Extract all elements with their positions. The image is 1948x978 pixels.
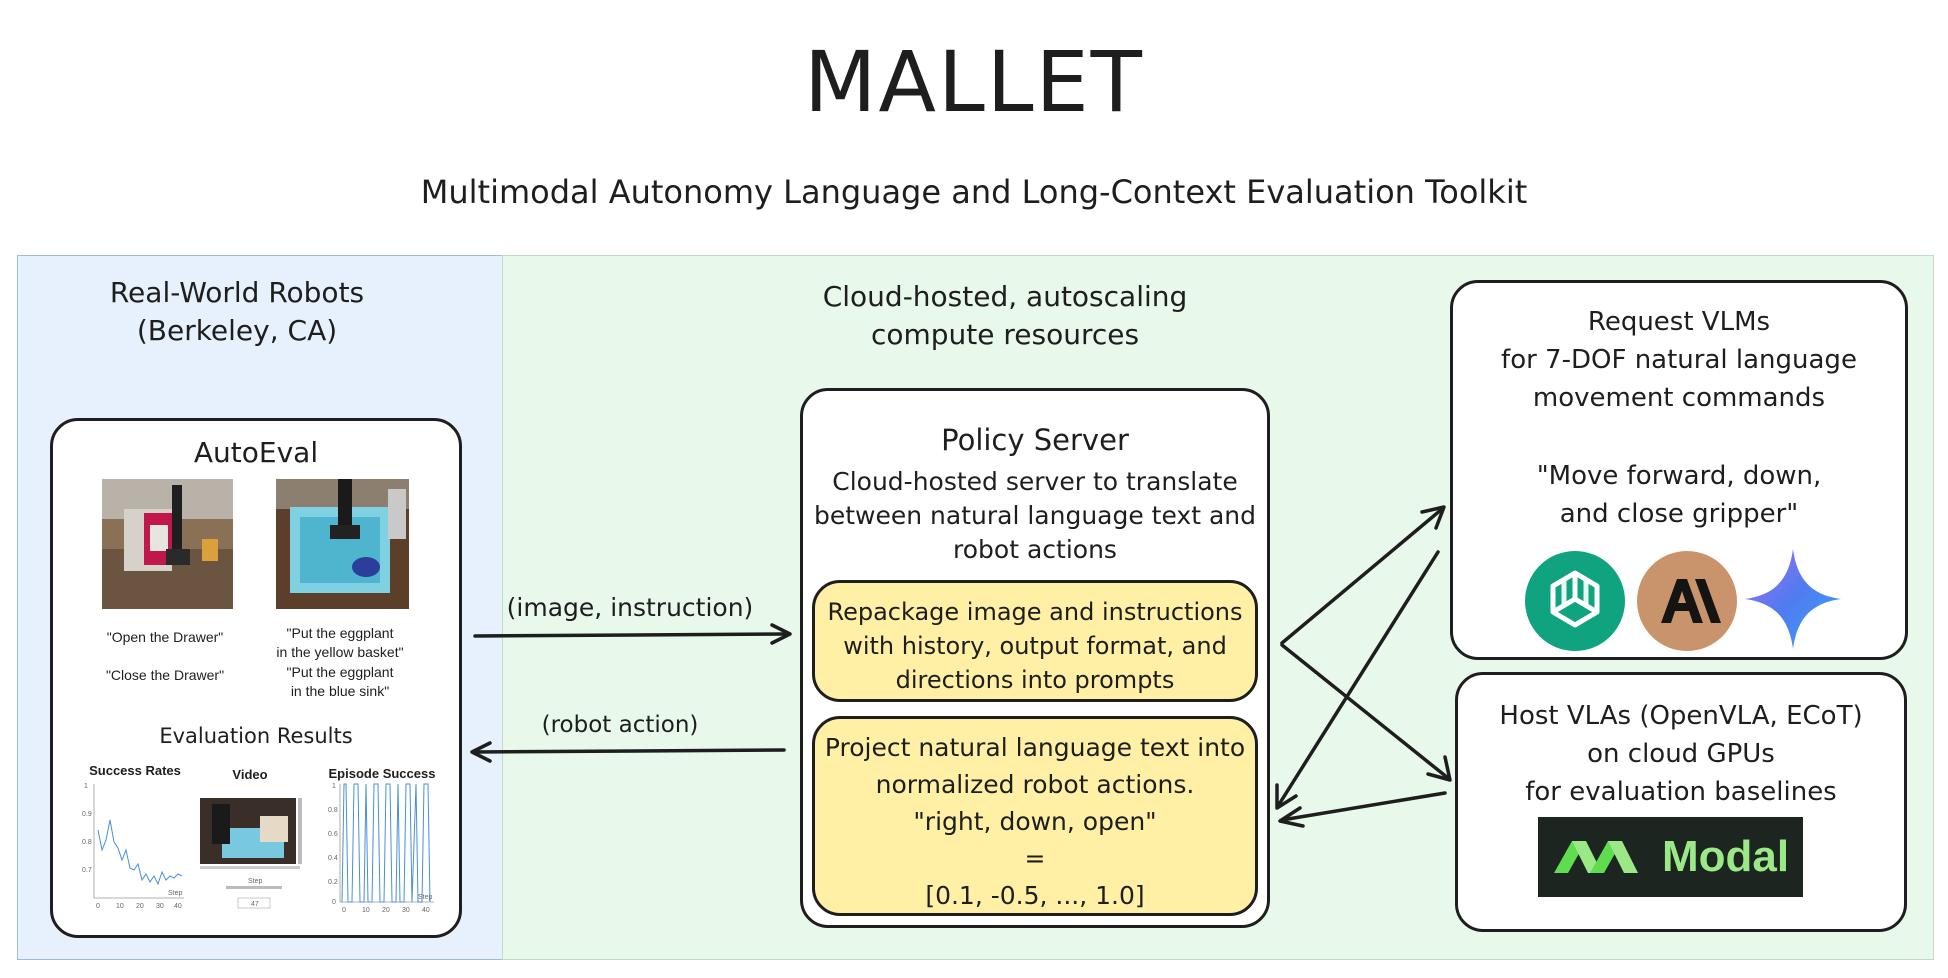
project-line4: =	[1024, 844, 1046, 873]
drawer-robot-photo	[102, 479, 233, 609]
evaluation-results-title: Evaluation Results	[159, 724, 353, 748]
autoeval-title: AutoEval	[193, 436, 319, 469]
modal-logo-text: Modal	[1662, 832, 1790, 881]
policy-desc-line2: between natural language text and	[813, 501, 1257, 530]
es-xtick: 20	[382, 907, 390, 914]
repackage-line2: with history, output format, and	[843, 632, 1227, 660]
project-actions-box: Project natural language text into norma…	[812, 716, 1258, 916]
repackage-line3: directions into prompts	[895, 666, 1175, 694]
repackage-line1: Repackage image and instructions	[827, 598, 1243, 626]
sr-xtick: 0	[96, 903, 100, 910]
sr-ytick: 0.8	[82, 839, 92, 846]
arrow-image-instruction	[473, 623, 792, 645]
image-instruction-label: (image, instruction)	[506, 593, 754, 622]
es-xtick: 30	[402, 907, 410, 914]
sr-step-label: Step	[168, 890, 183, 897]
success-rates-chart: 1 0.9 0.8 0.7 0 10 20 30 40 Step	[82, 780, 186, 912]
modal-logo-icon: Modal	[1538, 817, 1803, 897]
sr-ytick: 0.9	[82, 811, 92, 818]
arrow-prompt-to-vla	[1280, 643, 1452, 782]
episode-success-chart: 1 0.8 0.6 0.4 0.2 0 0 10 20 30 40 Step	[328, 780, 438, 914]
vla-line2: on cloud GPUs	[1587, 739, 1775, 769]
video-panel: Step 47	[200, 798, 304, 909]
es-xtick: 0	[342, 907, 346, 914]
task-eggplant-basket-line1: "Put the eggplant	[286, 625, 394, 641]
es-xtick: 10	[362, 907, 370, 914]
task-close-drawer: "Close the Drawer"	[105, 667, 225, 683]
arrow-robot-action	[470, 741, 786, 763]
robots-heading-line2: (Berkeley, CA)	[136, 314, 338, 347]
arrow-prompt-to-vlm	[1280, 505, 1446, 645]
success-rates-label: Success Rates	[89, 763, 181, 778]
task-eggplant-sink-line1: "Put the eggplant	[286, 664, 394, 680]
cloud-heading: Cloud-hosted, autoscaling compute resour…	[780, 278, 1230, 354]
es-ytick: 0.8	[328, 807, 338, 814]
vla-line3: for evaluation baselines	[1525, 777, 1837, 807]
robots-heading: Real-World Robots (Berkeley, CA)	[17, 274, 457, 350]
sr-xtick: 40	[174, 903, 182, 910]
cloud-heading-line2: compute resources	[870, 318, 1140, 351]
gemini-star-icon	[1745, 549, 1841, 649]
robot-action-label: (robot action)	[541, 712, 699, 738]
sr-ytick: 0.7	[82, 867, 92, 874]
task-eggplant-sink-line2: in the blue sink"	[290, 683, 390, 699]
es-step-label: Step	[418, 894, 433, 901]
vlm-line1: Request VLMs	[1587, 307, 1771, 337]
sr-ytick: 1	[84, 783, 88, 790]
vlm-quote-line1: "Move forward, down,	[1536, 461, 1822, 491]
repackage-prompt-box: Repackage image and instructions with hi…	[812, 580, 1258, 702]
task-eggplant-basket-line2: in the yellow basket"	[276, 644, 404, 660]
host-vlas-text: Host VLAs (OpenVLA, ECoT) on cloud GPUs …	[1455, 697, 1907, 811]
project-line1: Project natural language text into	[824, 733, 1246, 762]
task-eggplant-sink: "Put the eggplant in the blue sink"	[255, 663, 425, 701]
policy-server-description: Cloud-hosted server to translate between…	[800, 465, 1270, 567]
openai-logo-icon	[1525, 551, 1625, 651]
arrow-vlm-to-project	[1275, 550, 1440, 810]
video-label: Video	[232, 767, 268, 782]
es-ytick: 0.2	[328, 879, 338, 886]
vlm-example-command: "Move forward, down, and close gripper"	[1450, 457, 1908, 533]
robots-heading-line1: Real-World Robots	[109, 276, 365, 309]
anthropic-logo-icon	[1637, 551, 1737, 651]
es-xtick: 40	[422, 907, 430, 914]
episode-success-label: Episode Success	[328, 766, 436, 781]
sr-xtick: 10	[116, 903, 124, 910]
page-title: MALLET	[804, 33, 1144, 131]
project-line3: "right, down, open"	[913, 807, 1157, 836]
video-step-value: 47	[251, 901, 259, 908]
page-subtitle: Multimodal Autonomy Language and Long-Co…	[420, 173, 1528, 211]
task-eggplant-basket: "Put the eggplant in the yellow basket"	[255, 624, 425, 662]
request-vlms-text: Request VLMs for 7-DOF natural language …	[1450, 303, 1908, 417]
project-line2: normalized robot actions.	[875, 770, 1195, 799]
policy-desc-line3: robot actions	[953, 535, 1117, 564]
es-ytick: 0	[332, 899, 336, 906]
vlm-line3: movement commands	[1532, 383, 1826, 413]
policy-desc-line1: Cloud-hosted server to translate	[832, 467, 1238, 496]
project-line5: [0.1, -0.5, ..., 1.0]	[925, 881, 1145, 910]
video-step-label: Step	[248, 878, 263, 885]
es-ytick: 0.6	[328, 831, 338, 838]
policy-server-title: Policy Server	[941, 423, 1129, 457]
vla-line1: Host VLAs (OpenVLA, ECoT)	[1499, 701, 1863, 731]
sr-xtick: 20	[136, 903, 144, 910]
arrow-vla-to-project	[1278, 791, 1447, 828]
vlm-line2: for 7-DOF natural language	[1501, 345, 1857, 375]
es-ytick: 1	[332, 783, 336, 790]
vlm-quote-line2: and close gripper"	[1559, 499, 1799, 529]
sr-xtick: 30	[156, 903, 164, 910]
cloud-heading-line1: Cloud-hosted, autoscaling	[822, 280, 1188, 313]
es-ytick: 0.4	[328, 855, 338, 862]
task-open-drawer: "Open the Drawer"	[106, 629, 224, 645]
sink-robot-photo	[276, 479, 409, 609]
